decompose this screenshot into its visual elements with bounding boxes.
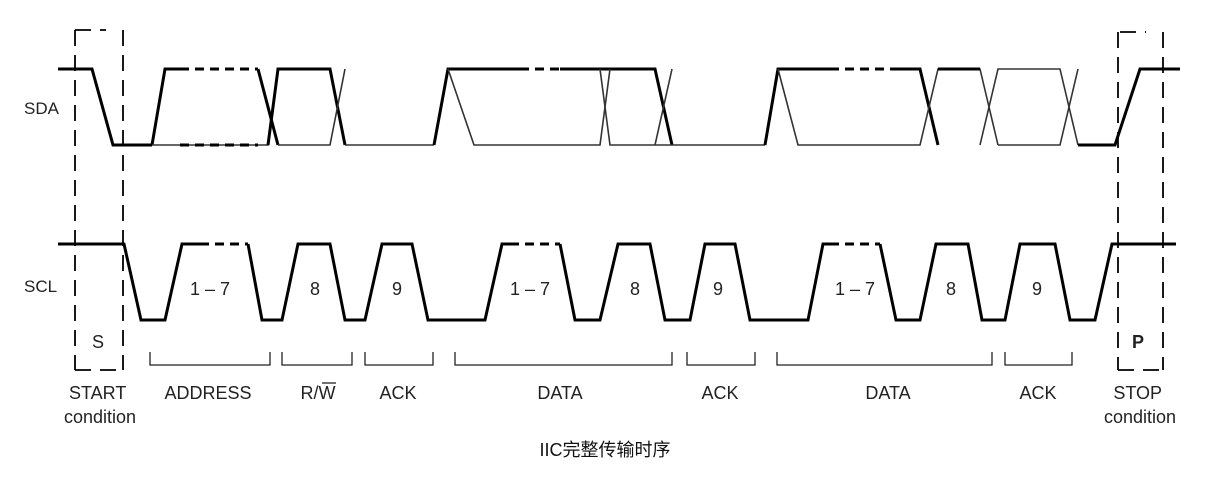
start-field-label: START condition	[64, 383, 136, 427]
stop-field-label: STOP condition	[1104, 383, 1176, 427]
sda-waveform	[58, 67, 1180, 147]
diagram-caption: IIC完整传输时序	[539, 440, 670, 460]
ack3-field-label: ACK	[1019, 383, 1056, 403]
address-field-label: ADDRESS	[164, 383, 251, 403]
data1-bits-label: 1 – 7	[510, 279, 550, 299]
ack2-field-label: ACK	[701, 383, 738, 403]
start-symbol: S	[92, 332, 104, 352]
data2-field-label: DATA	[865, 383, 910, 403]
scl-label: SCL	[24, 277, 57, 296]
sda-label: SDA	[24, 99, 60, 118]
field-brackets	[149, 352, 1073, 366]
data2-bit8-label: 8	[946, 279, 956, 299]
start-condition-guide	[74, 29, 124, 371]
address-bits-label: 1 – 7	[190, 279, 230, 299]
data1-bit8-label: 8	[630, 279, 640, 299]
data2-bits-label: 1 – 7	[835, 279, 875, 299]
stop-field-line1: STOP	[1113, 383, 1162, 403]
start-field-line2: condition	[64, 407, 136, 427]
rw-bit-label: 8	[310, 279, 320, 299]
stop-symbol: P	[1132, 332, 1144, 352]
stop-field-line2: condition	[1104, 407, 1176, 427]
ack-bit-label-2: 9	[713, 279, 723, 299]
start-field-line1: START	[69, 383, 126, 403]
ack-bit-label-1: 9	[392, 279, 402, 299]
data1-field-label: DATA	[537, 383, 582, 403]
ack1-field-label: ACK	[379, 383, 416, 403]
scl-waveform	[58, 242, 1176, 322]
ack-bit-label-3: 9	[1032, 279, 1042, 299]
rw-field-label: R/W	[301, 383, 336, 403]
stop-condition-guide	[1117, 31, 1164, 371]
